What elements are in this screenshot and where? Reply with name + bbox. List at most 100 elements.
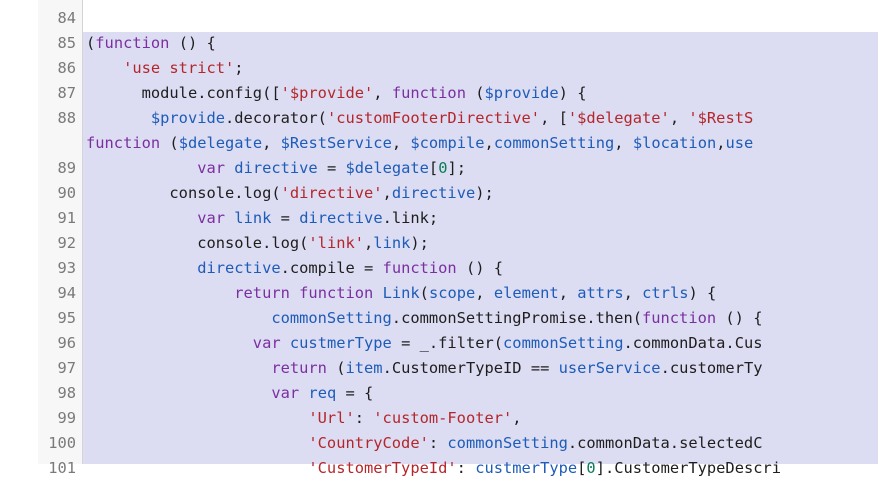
code-text[interactable]: console.log('directive',directive); [86, 181, 493, 206]
code-text[interactable]: 'CountryCode': commonSetting.commonData.… [86, 431, 762, 456]
line-number: 93 [57, 259, 76, 277]
code-line[interactable]: 84 [0, 6, 878, 31]
code-token: 'custom-Footer' [373, 409, 513, 427]
code-token: function [382, 259, 457, 277]
line-number: 90 [57, 184, 76, 202]
code-line[interactable]: 96 var custmerType = _.filter(commonSett… [0, 331, 878, 356]
code-text[interactable]: directive.compile = function () { [86, 256, 503, 281]
line-number: 84 [57, 9, 76, 27]
code-token: 'Url' [308, 409, 355, 427]
code-text[interactable]: 'use strict'; [86, 56, 244, 81]
code-token: 'directive' [280, 184, 383, 202]
code-token: 'use strict' [123, 59, 235, 77]
code-line[interactable]: 100 'CountryCode': commonSetting.commonD… [0, 431, 878, 456]
code-text[interactable]: function ($delegate, $RestService, $comp… [86, 131, 753, 156]
code-token: () { [456, 259, 504, 277]
code-text[interactable]: module.config(['$provide', function ($pr… [86, 81, 587, 106]
code-line[interactable]: 98 var req = { [0, 381, 878, 406]
code-line[interactable]: 101 'CustomerTypeId': custmerType[0].Cus… [0, 456, 878, 481]
code-token: 'CustomerTypeId' [308, 459, 457, 477]
code-token: ]; [447, 159, 467, 177]
line-number: 86 [57, 59, 76, 77]
code-token: return [234, 284, 290, 302]
code-line[interactable]: 99 'Url': 'custom-Footer', [0, 406, 878, 431]
code-line[interactable]: function ($delegate, $RestService, $comp… [0, 131, 878, 156]
code-token: , [262, 134, 281, 152]
code-line[interactable]: 86 'use strict'; [0, 56, 878, 81]
code-line[interactable]: 93 directive.compile = function () { [0, 256, 878, 281]
code-token: ctrls [642, 284, 689, 302]
code-token: () { [716, 309, 763, 327]
code-token: commonSetting [271, 309, 392, 327]
line-number: 89 [57, 159, 76, 177]
code-token: '$provide' [280, 84, 374, 102]
code-text[interactable]: var req = { [86, 381, 373, 406]
code-token: 'CountryCode' [308, 434, 429, 452]
code-text[interactable]: var custmerType = _.filter(commonSetting… [86, 331, 763, 356]
code-text[interactable]: return function Link(scope, element, att… [86, 281, 716, 306]
code-token: ( [419, 284, 429, 302]
line-number-gutter [38, 0, 83, 464]
code-token: ); [410, 234, 429, 252]
code-token: 0 [586, 459, 596, 477]
code-token: , [623, 284, 643, 302]
code-token: function [641, 309, 717, 327]
code-token: custmerType [289, 334, 392, 352]
code-token: .commonData.Cus [623, 334, 763, 352]
code-token: ) { [688, 284, 717, 302]
code-token: custmerType [475, 459, 578, 477]
text-selection-highlight [83, 32, 878, 464]
code-token: .decorator( [225, 109, 327, 127]
code-line[interactable]: 87 module.config(['$provide', function (… [0, 81, 878, 106]
line-number: 95 [57, 309, 76, 327]
code-line[interactable]: 97 return (item.CustomerTypeID == userSe… [0, 356, 878, 381]
code-line[interactable]: 91 var link = directive.link; [0, 206, 878, 231]
code-line[interactable]: 92 console.log('link',link); [0, 231, 878, 256]
code-token: : [354, 409, 374, 427]
code-token: , [ [540, 109, 568, 127]
code-token: , [716, 134, 726, 152]
code-token: $RestService [280, 134, 392, 152]
code-line[interactable]: 89 var directive = $delegate[0]; [0, 156, 878, 181]
code-token: commonSetting [447, 434, 568, 452]
code-token: function [299, 284, 374, 302]
code-line[interactable]: 94 return function Link(scope, element, … [0, 281, 878, 306]
line-number: 101 [48, 459, 76, 477]
code-token: ) { [558, 84, 587, 102]
code-text[interactable]: commonSetting.commonSettingPromise.then(… [86, 306, 762, 331]
code-token: ( [160, 134, 179, 152]
code-text[interactable]: var directive = $delegate[0]; [86, 156, 466, 181]
code-token: link [373, 234, 411, 252]
code-token: ( [86, 34, 96, 52]
code-text[interactable]: 'CustomerTypeId': custmerType[0].Custome… [86, 456, 781, 481]
code-token: directive [197, 259, 281, 277]
code-text[interactable]: $provide.decorator('customFooterDirectiv… [86, 106, 753, 131]
code-token: , [484, 134, 494, 152]
code-token: userService [558, 359, 661, 377]
code-token: = [317, 159, 346, 177]
code-token: req [308, 384, 337, 402]
code-line[interactable]: 88 $provide.decorator('customFooterDirec… [0, 106, 878, 131]
code-text[interactable]: (function () { [86, 31, 216, 56]
code-token: module.config([ [141, 84, 281, 102]
code-token: ].CustomerTypeDescri [595, 459, 782, 477]
code-line[interactable]: 95 commonSetting.commonSettingPromise.th… [0, 306, 878, 331]
code-token: function [391, 84, 466, 102]
code-token: element [493, 284, 559, 302]
line-number: 85 [57, 34, 76, 52]
code-text[interactable]: 'Url': 'custom-Footer', [86, 406, 521, 431]
code-line[interactable]: 85 (function () { [0, 31, 878, 56]
code-token [225, 159, 234, 177]
code-token: '$delegate' [567, 109, 670, 127]
code-token: , [475, 284, 494, 302]
code-text[interactable]: console.log('link',link); [86, 231, 429, 256]
code-token: ; [234, 59, 244, 77]
code-token: () { [169, 34, 216, 52]
code-token: 'link' [308, 234, 365, 252]
code-token: $provide [484, 84, 559, 102]
code-text[interactable]: var link = directive.link; [86, 206, 438, 231]
code-text[interactable]: return (item.CustomerTypeID == userServi… [86, 356, 762, 381]
code-line[interactable]: 90 console.log('directive',directive); [0, 181, 878, 206]
